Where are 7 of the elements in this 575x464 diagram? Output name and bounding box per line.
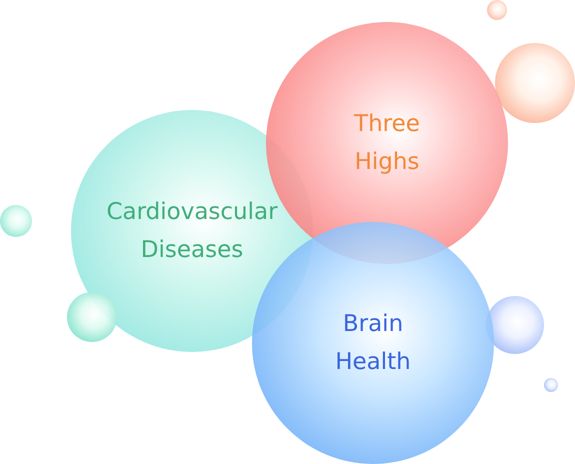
bubble-label: Cardiovascular Diseases xyxy=(105,198,279,265)
bubble-label: Three Highs xyxy=(353,110,421,177)
bubble xyxy=(67,292,117,342)
bubble xyxy=(544,378,558,392)
bubble xyxy=(0,205,32,237)
bubble-label: Brain Health xyxy=(334,310,412,377)
bubble xyxy=(487,0,507,20)
